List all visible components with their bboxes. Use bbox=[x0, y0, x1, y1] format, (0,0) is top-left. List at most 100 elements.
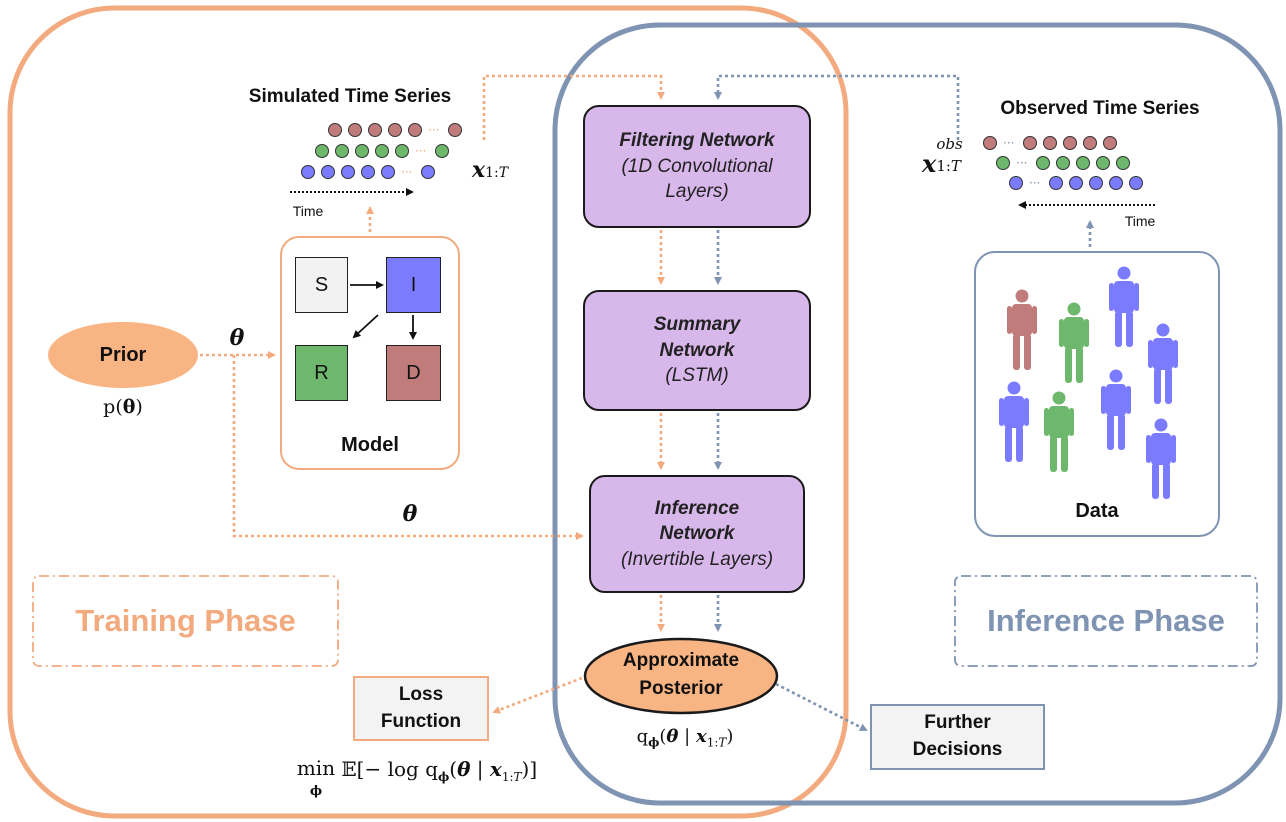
simulated-x-symbol: x1:T bbox=[472, 157, 509, 183]
dot bbox=[1116, 156, 1130, 170]
inference-phase-frame bbox=[552, 22, 1283, 806]
training-phase-box bbox=[32, 575, 339, 667]
observed-time-label: Time bbox=[1124, 213, 1156, 229]
posterior-label-1: Approximate bbox=[622, 650, 740, 671]
svg-text:···: ··· bbox=[415, 144, 426, 158]
filtering-network-detail-2: Layers) bbox=[665, 181, 729, 203]
dot bbox=[361, 165, 375, 179]
dot bbox=[315, 144, 329, 158]
svg-text:···: ··· bbox=[401, 165, 412, 179]
arrow-posterior-to-loss bbox=[492, 676, 583, 714]
observed-series-dots bbox=[983, 136, 1143, 190]
dot bbox=[1043, 136, 1057, 150]
dot bbox=[996, 156, 1010, 170]
dot bbox=[1109, 176, 1123, 190]
loss-function-label-2: Function bbox=[380, 710, 462, 732]
dot bbox=[375, 144, 389, 158]
state-i-box: I bbox=[386, 257, 441, 313]
inference-network-detail: (Invertible Layers) bbox=[620, 548, 774, 570]
further-decisions-box bbox=[870, 704, 1045, 770]
theta-label-inference: θ bbox=[402, 501, 418, 527]
arrow-simulated-to-filtering bbox=[482, 74, 665, 140]
dot bbox=[368, 123, 382, 137]
dot bbox=[421, 165, 435, 179]
posterior-formula: qϕ(θ | x1:T) bbox=[636, 726, 734, 750]
summary-network: Summary Network (LSTM) bbox=[583, 290, 811, 411]
prior-distribution: p(θ) bbox=[103, 396, 143, 418]
filtering-network-title: Filtering Network bbox=[619, 130, 775, 152]
dot bbox=[321, 165, 335, 179]
filtering-network: Filtering Network (1D Convolutional Laye… bbox=[583, 105, 811, 228]
dot bbox=[1056, 156, 1070, 170]
further-decisions-label-2: Decisions bbox=[912, 739, 1003, 760]
dot bbox=[435, 144, 449, 158]
svg-text:···: ··· bbox=[1003, 136, 1014, 150]
dot bbox=[355, 144, 369, 158]
dot bbox=[1076, 156, 1090, 170]
loss-function-box bbox=[353, 676, 489, 741]
theta-label-model: θ bbox=[229, 325, 245, 351]
training-phase-label: Training Phase bbox=[75, 603, 296, 638]
dot bbox=[341, 165, 355, 179]
dot bbox=[1009, 176, 1023, 190]
model-label: Model bbox=[341, 434, 399, 456]
prior-node bbox=[48, 322, 198, 388]
dot bbox=[1063, 136, 1077, 150]
observed-series-title: Observed Time Series bbox=[1000, 98, 1200, 119]
dot bbox=[1049, 176, 1063, 190]
dot bbox=[335, 144, 349, 158]
summary-network-detail: (LSTM) bbox=[665, 365, 729, 387]
dot bbox=[1129, 176, 1143, 190]
dot bbox=[983, 136, 997, 150]
state-s-box: S bbox=[295, 257, 348, 313]
dot bbox=[1083, 136, 1097, 150]
arrow-i-to-r bbox=[352, 314, 379, 339]
state-r-box: R bbox=[295, 345, 348, 401]
simulated-series-dots bbox=[301, 123, 462, 179]
dot bbox=[1096, 156, 1110, 170]
inference-phase-box bbox=[954, 575, 1258, 667]
training-phase-frame bbox=[7, 5, 849, 819]
dot bbox=[408, 123, 422, 137]
inference-network: Inference Network (Invertible Layers) bbox=[589, 475, 805, 593]
posterior-node bbox=[583, 637, 779, 715]
dot bbox=[381, 165, 395, 179]
dot bbox=[348, 123, 362, 137]
state-d-box: D bbox=[386, 345, 441, 401]
dot bbox=[328, 123, 342, 137]
svg-text:···: ··· bbox=[1029, 176, 1040, 190]
inference-network-title-2: Network bbox=[659, 523, 735, 545]
summary-network-title-2: Network bbox=[659, 339, 735, 361]
filtering-network-detail-1: (1D Convolutional bbox=[621, 155, 773, 177]
simulated-time-label: Time bbox=[292, 203, 324, 219]
dot bbox=[395, 144, 409, 158]
simulated-series-title: Simulated Time Series bbox=[248, 86, 452, 107]
inference-phase-label: Inference Phase bbox=[987, 603, 1225, 638]
dot bbox=[301, 165, 315, 179]
summary-network-title-1: Summary bbox=[653, 314, 741, 336]
loss-function-label-1: Loss bbox=[398, 683, 444, 705]
arrow-observed-to-filtering bbox=[714, 74, 960, 140]
dot bbox=[388, 123, 402, 137]
dot bbox=[1069, 176, 1083, 190]
svg-text:···: ··· bbox=[1016, 156, 1027, 170]
data-label: Data bbox=[1075, 500, 1119, 522]
arrow-posterior-to-decisions bbox=[775, 682, 868, 732]
arrow-prior-to-inference-network bbox=[232, 355, 584, 540]
posterior-label-2: Posterior bbox=[639, 678, 723, 699]
further-decisions-label-1: Further bbox=[924, 712, 991, 734]
inference-network-title-1: Inference bbox=[654, 497, 740, 519]
prior-label: Prior bbox=[99, 344, 147, 366]
dot bbox=[448, 123, 462, 137]
svg-text:···: ··· bbox=[428, 123, 439, 137]
further-decisions-text: Further Decisions bbox=[871, 705, 1044, 769]
simulated-ellipsis: ··· ··· ··· bbox=[401, 123, 439, 179]
observed-ellipsis: ··· ··· ··· bbox=[1003, 136, 1040, 190]
dot bbox=[1036, 156, 1050, 170]
dot bbox=[1023, 136, 1037, 150]
dot bbox=[1089, 176, 1103, 190]
